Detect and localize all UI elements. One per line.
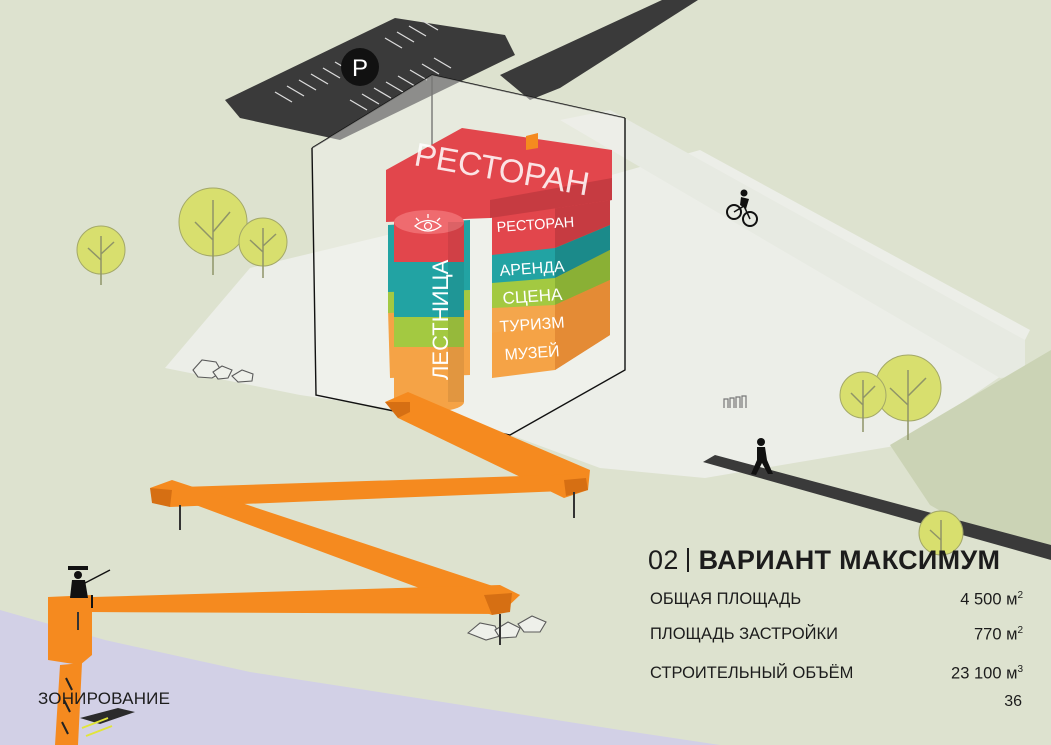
tree (839, 371, 887, 432)
section-label: ЗОНИРОВАНИЕ (38, 689, 171, 708)
volume-restaurant-top-side (490, 178, 612, 218)
fisherman-icon (68, 566, 111, 608)
rocks-left (192, 359, 254, 383)
variant-info-panel: 02 ВАРИАНТ МАКСИМУМ ОБЩАЯ ПЛОЩАДЬ 4 500 м… (648, 545, 1023, 699)
bridge (48, 392, 590, 665)
parking-sign (341, 48, 379, 86)
title-separator (686, 548, 689, 572)
info-row-built-area: ПЛОЩАДЬ ЗАСТРОЙКИ 770 м2 (648, 625, 1023, 660)
tree (178, 187, 248, 275)
volume-tourism (492, 300, 555, 333)
volume-side-orange (555, 280, 610, 370)
parking-sign-label: P (352, 55, 368, 82)
tree (76, 225, 126, 285)
info-label: ОБЩАЯ ПЛОЩАДЬ (650, 590, 802, 608)
floating-deck (80, 708, 135, 724)
rocks-bridge (466, 615, 547, 641)
path-top-right (560, 110, 1025, 378)
label-staircase: ЛЕСТНИЦА (428, 259, 453, 380)
water (0, 610, 720, 745)
volume-rent (492, 245, 555, 283)
lawn-patch (890, 350, 1051, 560)
label-tourism: ТУРИЗМ (499, 314, 565, 336)
volume-side-green (555, 250, 610, 305)
staircase-tower (394, 210, 464, 412)
info-row-volume: СТРОИТЕЛЬНЫЙ ОБЪЁМ 23 100 м3 (648, 664, 1023, 699)
variant-number: 02 (648, 545, 679, 575)
label-museum: МУЗЕЙ (504, 341, 560, 364)
deck-mark (81, 717, 109, 729)
volume-stage (492, 275, 555, 308)
eye-icon (413, 214, 443, 232)
pier-marks (61, 677, 73, 735)
bike-rack (723, 395, 747, 408)
pier (55, 663, 82, 745)
pedestrian-icon (751, 438, 773, 475)
volume-museum (492, 318, 555, 378)
info-label: ПЛОЩАДЬ ЗАСТРОЙКИ (650, 625, 838, 643)
road-right (703, 455, 1051, 560)
info-value: 770 м2 (973, 625, 1023, 644)
glass-box-front (311, 118, 626, 436)
info-label: СТРОИТЕЛЬНЫЙ ОБЪЁМ (650, 664, 854, 682)
info-value: 4 500 м2 (960, 590, 1023, 609)
road-top (500, 0, 698, 100)
tree (238, 217, 288, 278)
info-row-total-area: ОБЩАЯ ПЛОЩАДЬ 4 500 м2 (648, 590, 1023, 625)
label-restaurant: РЕСТОРАН (496, 215, 575, 236)
variant-title: 02 ВАРИАНТ МАКСИМУМ (648, 545, 1023, 576)
cyclist-icon (726, 189, 758, 227)
label-rent: АРЕНДА (499, 258, 565, 280)
page-number: 36 (1004, 693, 1022, 710)
deck-mark (85, 725, 113, 737)
info-value: 23 100 м3 (951, 664, 1023, 683)
label-stage: СЦЕНА (502, 285, 564, 308)
tree (918, 510, 964, 560)
variant-name: ВАРИАНТ МАКСИМУМ (698, 545, 1001, 575)
volume-side-teal (555, 225, 610, 278)
chimney (526, 133, 538, 150)
